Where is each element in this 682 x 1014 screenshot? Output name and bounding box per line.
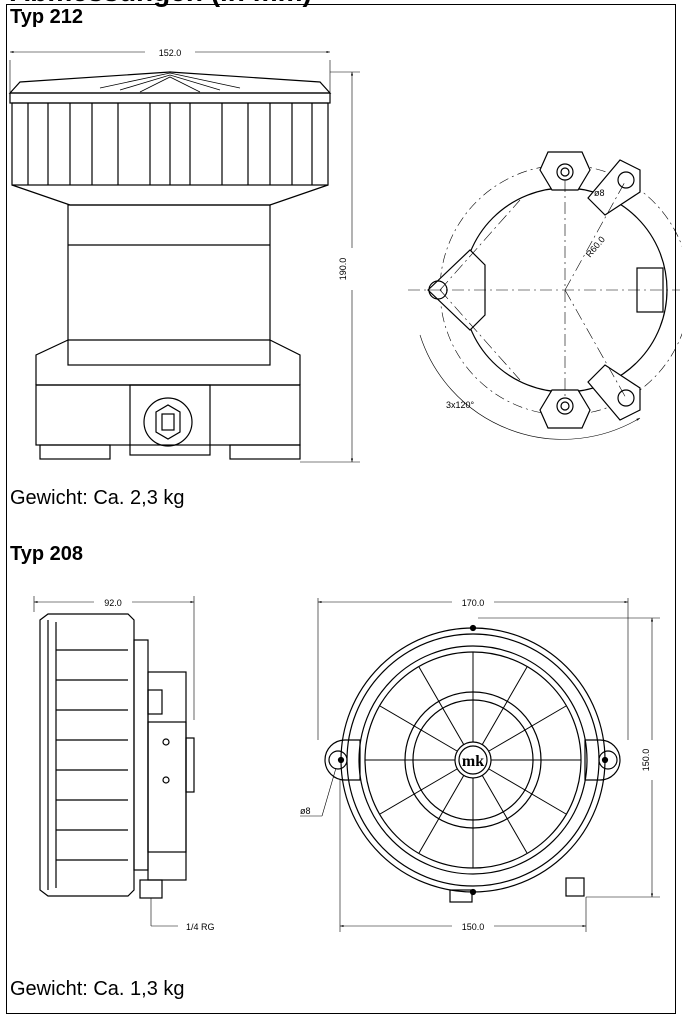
typ-208-front-view bbox=[324, 624, 621, 903]
typ-212-hole-label: ø8 bbox=[594, 188, 605, 198]
typ-208-width-bottom-label: 150.0 bbox=[462, 922, 485, 932]
typ-212-side-view bbox=[8, 71, 332, 460]
typ-212-top-view bbox=[408, 151, 682, 440]
typ-208-weight: Gewicht: Ca. 1,3 kg bbox=[10, 978, 185, 1000]
typ-208-depth-label: 92.0 bbox=[104, 598, 122, 608]
typ-212-height-label: 190.0 bbox=[338, 258, 348, 281]
typ-208-thread-label: 1/4 RG bbox=[186, 922, 215, 932]
typ-212-title: Typ 212 bbox=[10, 6, 83, 28]
typ-212-width-label: 152.0 bbox=[159, 48, 182, 58]
typ-212-angle-label: 3x120° bbox=[446, 400, 475, 410]
typ-208-front-dimensions bbox=[300, 598, 660, 932]
typ-208-side-dimensions bbox=[33, 596, 195, 927]
mk-logo: mk bbox=[462, 753, 484, 770]
typ-208-side-view bbox=[39, 613, 195, 899]
typ-212-weight: Gewicht: Ca. 2,3 kg bbox=[10, 487, 185, 509]
page-title: Abmessungen (in mm) bbox=[10, 0, 312, 8]
typ-208-title: Typ 208 bbox=[10, 543, 83, 565]
typ-208-width-top-label: 170.0 bbox=[462, 598, 485, 608]
typ-208-hole-label: ø8 bbox=[300, 806, 311, 816]
top-rule bbox=[6, 4, 676, 5]
typ-208-height-label: 150.0 bbox=[641, 749, 651, 772]
typ-212-radius-label: R60.0 bbox=[584, 234, 607, 259]
typ-212-dimensions bbox=[9, 50, 360, 463]
